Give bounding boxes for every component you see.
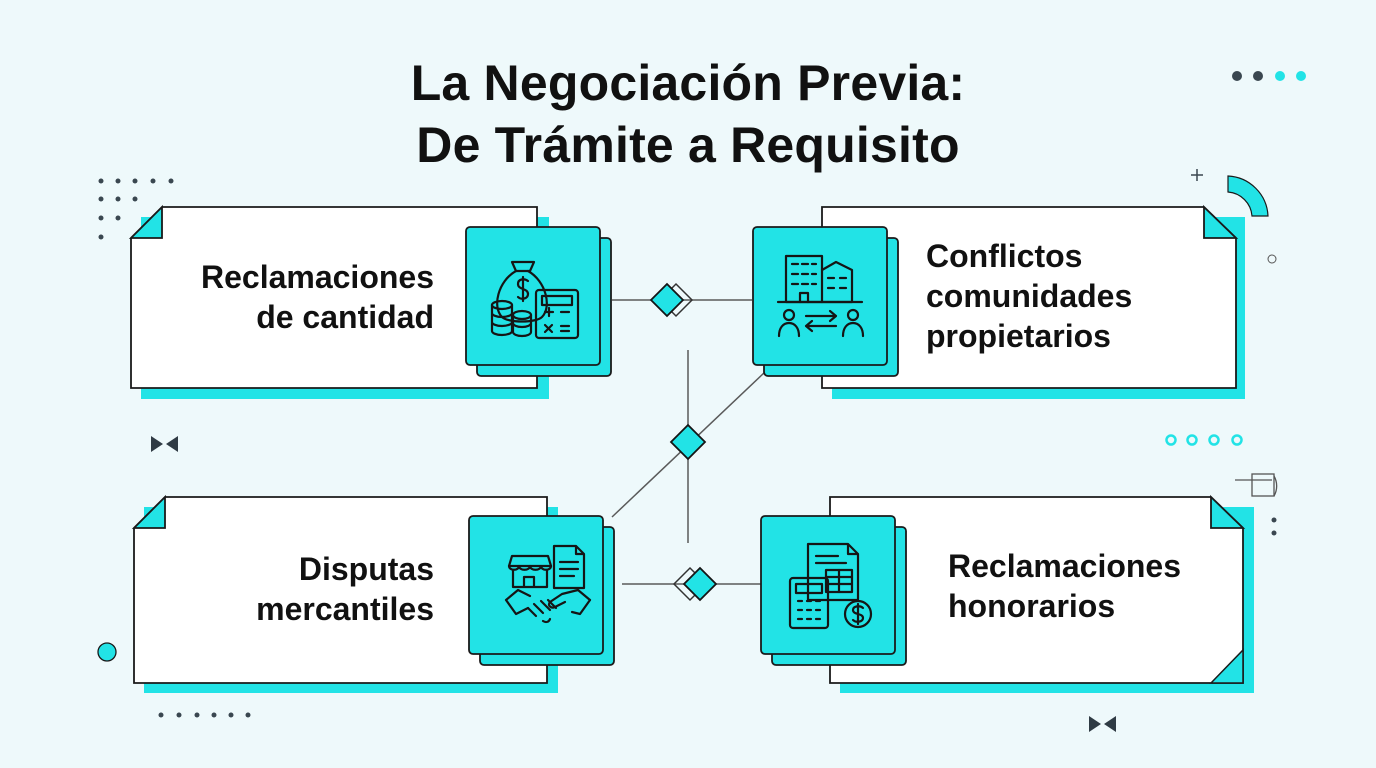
connector-diamonds bbox=[649, 282, 718, 602]
buildings-people-exchange-icon bbox=[776, 254, 865, 338]
card-conflictos-comunidades bbox=[821, 204, 1245, 399]
icon-tile-2 bbox=[752, 226, 899, 377]
decoration-corner-mark-right bbox=[1235, 473, 1278, 536]
decoration-bowtie-bottom-right bbox=[1089, 716, 1116, 732]
page-title: La Negociación Previa: De Trámite a Requ… bbox=[0, 52, 1376, 176]
page-title-line2: De Trámite a Requisito bbox=[416, 117, 960, 173]
decoration-ring-dots-right bbox=[1165, 434, 1243, 446]
diamond-bottom bbox=[672, 566, 718, 602]
decoration-bowtie-left bbox=[151, 436, 178, 452]
card-label-reclamaciones-cantidad: Reclamaciones de cantidad bbox=[200, 259, 434, 335]
card-label-disputas-mercantiles: Disputas mercantiles bbox=[256, 551, 434, 627]
decoration-dots-bottom-left bbox=[158, 712, 251, 718]
decoration-plus-arc-top-right bbox=[1191, 169, 1277, 264]
icon-tile-3 bbox=[468, 515, 615, 666]
invoice-calculator-dollar-icon bbox=[788, 542, 873, 630]
diamond-top bbox=[649, 282, 694, 318]
money-bag-coins-calculator-icon bbox=[490, 260, 580, 340]
diamond-center bbox=[669, 423, 707, 461]
card-label-conflictos-comunidades: Conflictos comunidades propietarios bbox=[926, 238, 1133, 354]
icon-tile-1 bbox=[465, 226, 612, 377]
icon-tile-4 bbox=[760, 515, 907, 666]
decoration-dots-top-right bbox=[1232, 71, 1306, 81]
page-title-line1: La Negociación Previa: bbox=[410, 55, 966, 111]
card-label-reclamaciones-honorarios: Reclamaciones honorarios bbox=[948, 548, 1182, 624]
decoration-circle-bottom-left bbox=[97, 642, 117, 662]
card-reclamaciones-honorarios bbox=[829, 494, 1254, 693]
decoration-dot-grid-top-left bbox=[98, 178, 174, 240]
shop-document-handshake-icon bbox=[504, 544, 592, 624]
